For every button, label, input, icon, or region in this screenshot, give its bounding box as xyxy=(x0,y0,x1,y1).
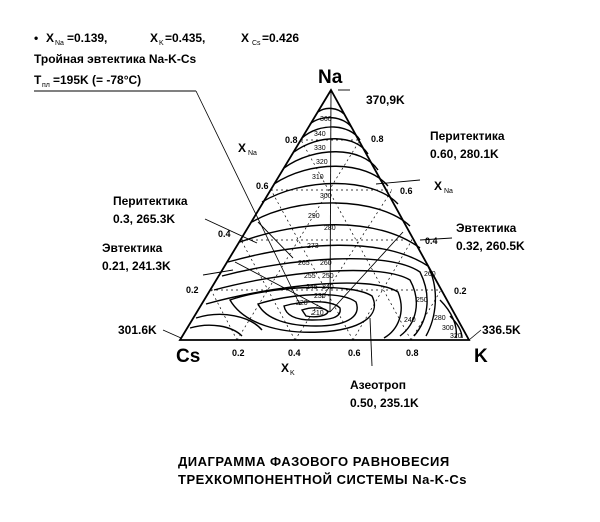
x-cs-value: =0.426 xyxy=(262,31,299,45)
vertex-k-temp: 336.5K xyxy=(482,323,521,337)
guide-lines xyxy=(202,89,453,367)
x-na-right-axis-sub: Na xyxy=(444,188,453,195)
isotherm-label: 250 xyxy=(322,273,334,280)
left-tick: 0.8 xyxy=(285,135,298,145)
isotherm-label: 260 xyxy=(320,260,332,267)
isotherm-label: 245 xyxy=(306,284,318,291)
footer-line-1: ДИАГРАММА ФАЗОВОГО РАВНОВЕСИЯ xyxy=(178,454,450,469)
peritectic-right-title: Перитектика xyxy=(430,129,505,143)
vertex-k: K xyxy=(474,346,488,367)
vertex-labels: Na Cs K 370,9K 301.6K 336.5K xyxy=(118,67,521,367)
melting-temp-label: T xyxy=(34,73,42,87)
x-na-sub: Na xyxy=(55,40,64,47)
right-tick: 0.8 xyxy=(371,134,384,144)
right-tick: 0.2 xyxy=(454,286,467,296)
melting-temp-sub: пл xyxy=(42,82,50,89)
isotherm-label: 320 xyxy=(316,159,328,166)
vertex-cs-temp: 301.6K xyxy=(118,323,157,337)
isotherm-label: 340 xyxy=(314,131,326,138)
bottom-tick: 0.6 xyxy=(348,348,361,358)
isotherm-label: 280 xyxy=(434,315,446,322)
isotherm-label: 290 xyxy=(308,213,320,220)
bottom-tick: 0.8 xyxy=(406,348,419,358)
isotherm-label: 273 xyxy=(307,243,319,250)
isotherm-label: 320 xyxy=(450,333,462,340)
isotherm-contours xyxy=(189,107,463,339)
left-tick: 0.2 xyxy=(186,285,199,295)
eutectic-leader-line xyxy=(195,90,301,306)
x-na-left-axis-sub: Na xyxy=(248,150,257,157)
header: • X Na =0.139, X K =0.435, X Cs =0.426 Т… xyxy=(34,31,301,306)
vertex-na-temp: 370,9K xyxy=(366,93,405,107)
azeotrope-value: 0.50, 235.1K xyxy=(350,396,419,410)
isotherm-label: 210 xyxy=(312,310,324,317)
peritectic-right-value: 0.60, 280.1K xyxy=(430,147,499,161)
isotherm-label: 330 xyxy=(314,145,326,152)
x-na-right-axis-label: X xyxy=(434,179,442,193)
isotherm-label: 310 xyxy=(312,174,324,181)
x-na-left-axis-label: X xyxy=(238,141,246,155)
eutectic-left-title: Эвтектика xyxy=(102,241,163,255)
x-k-axis-sub: K xyxy=(290,370,295,377)
x-k-label: X xyxy=(150,31,158,45)
vertex-na: Na xyxy=(318,67,343,88)
isotherm-label: 250 xyxy=(416,297,428,304)
composition-bullet: • xyxy=(34,31,38,45)
isotherm-label: 230 xyxy=(314,293,326,300)
triangle-outline xyxy=(178,88,471,341)
footer-title: ДИАГРАММА ФАЗОВОГО РАВНОВЕСИЯ ТРЕХКОМПОН… xyxy=(178,454,467,487)
isotherm-label: 240 xyxy=(404,317,416,324)
triangle-frame xyxy=(178,88,471,341)
right-tick: 0.4 xyxy=(425,236,438,246)
right-tick: 0.6 xyxy=(400,186,413,196)
vertex-cs: Cs xyxy=(176,346,200,367)
tick-labels: 0.8 0.6 0.4 0.2 0.8 0.6 0.4 0.2 0.2 0.4 … xyxy=(186,134,467,358)
x-k-value: =0.435, xyxy=(165,31,205,45)
left-tick: 0.4 xyxy=(218,229,231,239)
isotherm-label: 300 xyxy=(442,325,454,332)
isotherm-label: 360 xyxy=(320,116,332,123)
axis-labels: X Na X Na X K xyxy=(238,141,453,377)
annotations: Перитектика 0.3, 265.3K Эвтектика 0.21, … xyxy=(102,129,525,410)
x-na-label: X xyxy=(46,31,54,45)
azeotrope-title: Азеотроп xyxy=(350,378,406,392)
isotherm-label: 240 xyxy=(322,284,334,291)
isotherm-labels: 360 340 330 320 310 300 290 280 273 265 … xyxy=(296,116,462,340)
isotherm-label: 265 xyxy=(298,260,310,267)
bottom-tick: 0.2 xyxy=(232,348,245,358)
isotherm-label: 260 xyxy=(424,271,436,278)
eutectic-left-value: 0.21, 241.3K xyxy=(102,259,171,273)
eutectic-right-value: 0.32, 260.5K xyxy=(456,239,525,253)
eutectic-right-title: Эвтектика xyxy=(456,221,517,235)
melting-temp-value: =195K (= -78°C) xyxy=(53,73,141,87)
x-na-value: =0.139, xyxy=(67,31,107,45)
bottom-tick: 0.4 xyxy=(288,348,301,358)
x-cs-label: X xyxy=(241,31,249,45)
isotherm-label: 220 xyxy=(296,300,308,307)
left-tick: 0.6 xyxy=(256,181,269,191)
peritectic-left-title: Перитектика xyxy=(113,194,188,208)
isotherm-label: 280 xyxy=(324,225,336,232)
x-cs-sub: Cs xyxy=(252,40,261,47)
x-k-sub: K xyxy=(159,40,164,47)
isotherm-label: 300 xyxy=(320,193,332,200)
footer-line-2: ТРЕХКОМПОНЕНТНОЙ СИСТЕМЫ Na-K-Cs xyxy=(178,472,467,487)
triple-eutectic-label: Тройная эвтектика Na-K-Cs xyxy=(34,52,197,66)
x-k-axis-label: X xyxy=(281,361,289,375)
peritectic-left-value: 0.3, 265.3K xyxy=(113,212,175,226)
isotherm-label: 255 xyxy=(304,273,316,280)
